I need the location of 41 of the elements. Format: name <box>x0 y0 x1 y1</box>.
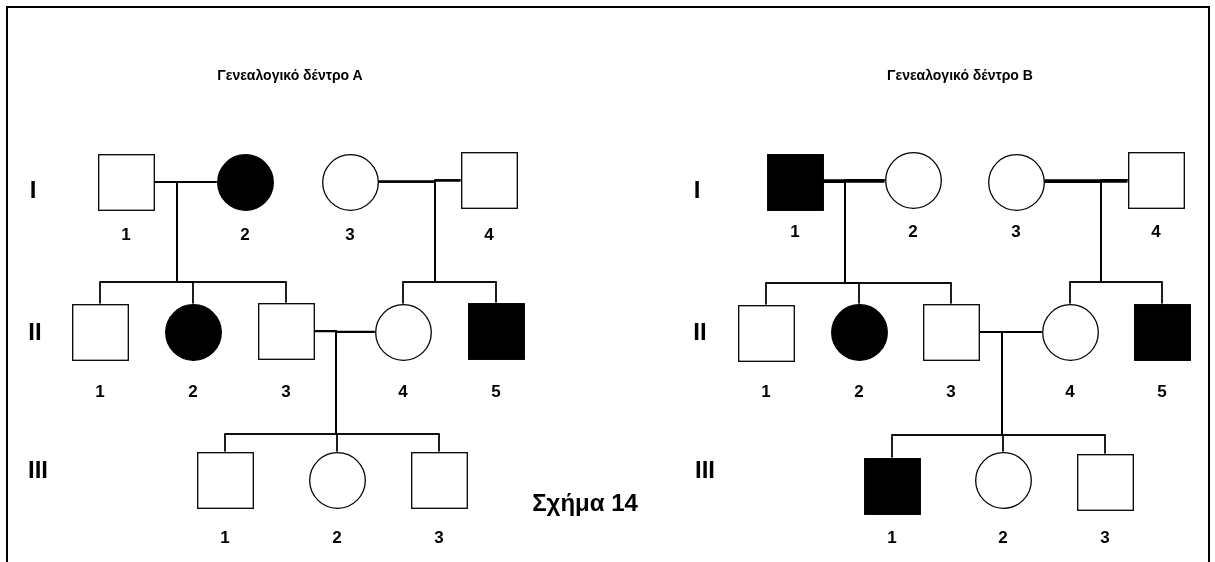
individual-number: 3 <box>345 225 355 245</box>
generation-numeral: II <box>693 318 707 346</box>
individual-number: 1 <box>887 528 897 548</box>
individual-number: 4 <box>398 382 408 402</box>
figure-caption: Σχήμα 14 <box>532 489 638 517</box>
individual-number: 2 <box>240 225 250 245</box>
pedigree-line <box>1044 179 1128 183</box>
generation-numeral: I <box>693 176 701 204</box>
pedigree-line <box>434 179 497 304</box>
generation-numeral: III <box>695 456 715 484</box>
individual-number: 2 <box>908 222 918 242</box>
generation-numeral: III <box>28 456 48 484</box>
individual-number: 3 <box>946 382 956 402</box>
individual-number: 1 <box>790 222 800 242</box>
generation-numeral: II <box>28 318 42 346</box>
individual-number: 4 <box>484 225 494 245</box>
individual-number: 5 <box>1157 382 1167 402</box>
individual-number: 1 <box>121 225 131 245</box>
individual-number: 2 <box>998 528 1008 548</box>
individual-number: 2 <box>332 528 342 548</box>
tree-title: Γενεαλογικό δέντρο Β <box>887 67 1033 83</box>
pedigree-line <box>377 180 462 182</box>
individual-number: 3 <box>281 382 291 402</box>
individual-number: 2 <box>854 382 864 402</box>
pedigree-line <box>823 179 885 183</box>
tree-title: Γενεαλογικό δέντρο Α <box>217 67 363 83</box>
individual-number: 1 <box>761 382 771 402</box>
pedigree-line <box>335 331 440 453</box>
individual-number: 3 <box>434 528 444 548</box>
generation-numeral: I <box>29 176 37 204</box>
individual-number: 4 <box>1065 382 1075 402</box>
pedigree-line <box>844 179 952 305</box>
pedigree-line <box>1001 331 1106 455</box>
individual-number: 4 <box>1151 222 1161 242</box>
individual-number: 1 <box>220 528 230 548</box>
individual-number: 2 <box>188 382 198 402</box>
individual-number: 3 <box>1100 528 1110 548</box>
individual-number: 3 <box>1011 222 1021 242</box>
pedigree-line <box>1100 179 1163 305</box>
individual-number: 1 <box>95 382 105 402</box>
individual-number: 5 <box>491 382 501 402</box>
